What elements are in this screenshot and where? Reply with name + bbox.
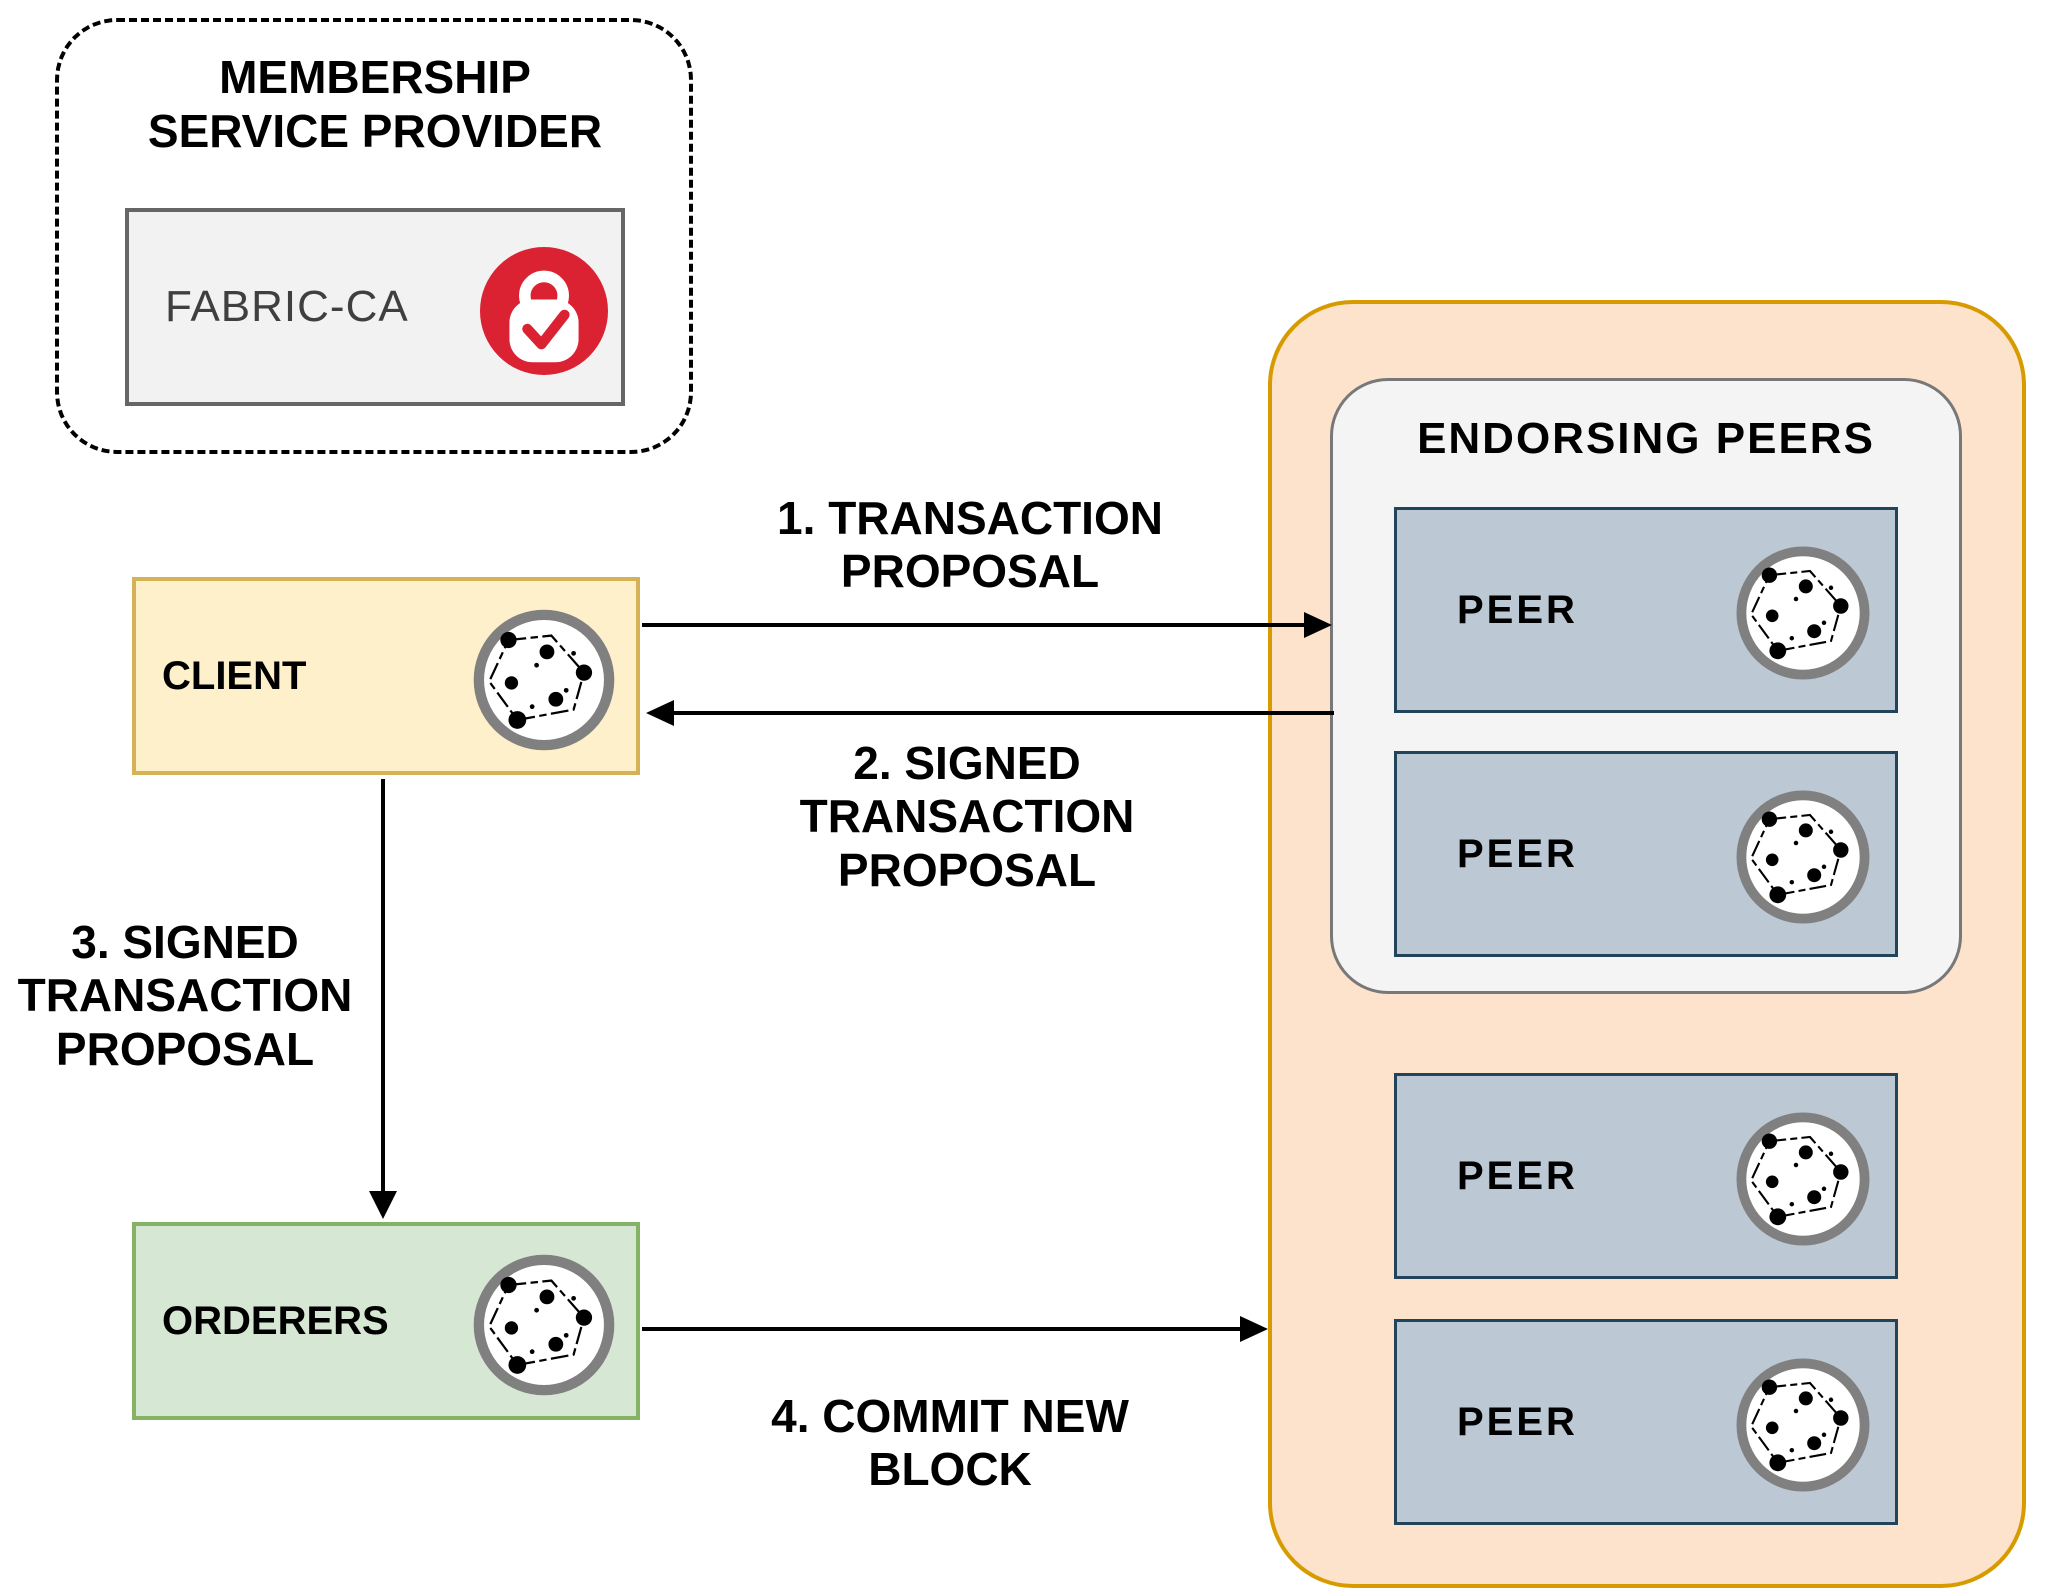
- network-nodes-icon: [1733, 1109, 1873, 1249]
- orderers-label: ORDERERS: [162, 1298, 389, 1343]
- arrowhead-right-icon: [1240, 1316, 1268, 1342]
- arrow-transaction-proposal: [642, 623, 1304, 627]
- peer-label: PEER: [1457, 587, 1578, 632]
- flow-label-2: 2. SIGNED TRANSACTION PROPOSAL: [799, 737, 1135, 896]
- client-box: CLIENT: [132, 577, 640, 775]
- peer-label: PEER: [1457, 831, 1578, 876]
- network-nodes-icon: [470, 1251, 618, 1399]
- arrow-signed-transaction-proposal-down: [381, 779, 385, 1191]
- endorsing-peer-1-box: PEER: [1394, 507, 1898, 713]
- endorsing-peers-title: ENDORSING PEERS: [1417, 414, 1875, 463]
- flow-label-4: 4. COMMIT NEW BLOCK: [771, 1390, 1129, 1496]
- arrowhead-right-icon: [1304, 612, 1332, 638]
- network-nodes-icon: [1733, 787, 1873, 927]
- network-nodes-icon: [1733, 1355, 1873, 1495]
- network-nodes-icon: [470, 606, 618, 754]
- endorsing-peer-2-box: PEER: [1394, 751, 1898, 957]
- network-nodes-icon: [1733, 543, 1873, 683]
- client-label: CLIENT: [162, 653, 307, 698]
- arrow-commit-new-block: [642, 1327, 1242, 1331]
- peer-label: PEER: [1457, 1399, 1578, 1444]
- lock-check-icon: [480, 247, 608, 375]
- arrowhead-left-icon: [646, 700, 674, 726]
- msp-title: MEMBERSHIP SERVICE PROVIDER: [147, 51, 603, 158]
- fabric-ca-label: FABRIC-CA: [165, 282, 409, 331]
- arrow-signed-transaction-proposal-return: [674, 711, 1334, 715]
- membership-service-provider-container: [55, 18, 693, 454]
- peer-3-box: PEER: [1394, 1073, 1898, 1279]
- peer-label: PEER: [1457, 1153, 1578, 1198]
- flow-label-1: 1. TRANSACTION PROPOSAL: [777, 492, 1163, 598]
- orderers-box: ORDERERS: [132, 1222, 640, 1420]
- fabric-ca-box: FABRIC-CA: [125, 208, 625, 406]
- peer-4-box: PEER: [1394, 1319, 1898, 1525]
- flow-label-3: 3. SIGNED TRANSACTION PROPOSAL: [17, 916, 353, 1075]
- arrowhead-down-icon: [369, 1191, 397, 1219]
